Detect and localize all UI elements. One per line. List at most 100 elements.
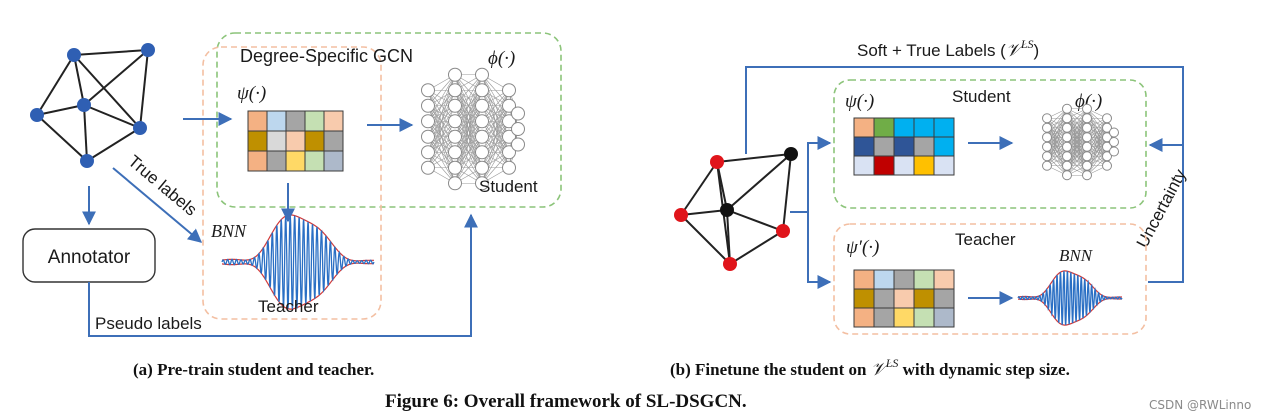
uncertainty-text: Uncertainty [1133, 166, 1190, 251]
matrix-cell [285, 150, 306, 172]
graph-node [141, 43, 155, 57]
nn-neuron [1102, 113, 1112, 124]
nn-connection [481, 136, 510, 184]
caption-a: (a) Pre-train student and teacher. [133, 360, 374, 379]
nn-neuron [448, 67, 462, 82]
nn-neuron [475, 114, 489, 129]
matrix-cell [266, 150, 287, 172]
matrix-cell [873, 269, 895, 290]
left-feature-matrix [247, 110, 344, 172]
nn-neuron [1082, 122, 1092, 133]
nn-neuron [475, 176, 489, 191]
matrix-cell [853, 136, 875, 157]
graph-node [674, 208, 688, 222]
annotator-label: Annotator [48, 247, 131, 268]
nn-neuron [448, 129, 462, 144]
gcn-title: Degree-Specific GCN [240, 46, 413, 66]
left-student-box [216, 32, 562, 208]
nn-neuron [421, 160, 435, 175]
matrix-cell [304, 130, 325, 152]
nn-neuron [511, 122, 525, 136]
graph-edge [680, 161, 718, 216]
nn-neuron [448, 114, 462, 129]
matrix-cell [304, 150, 325, 172]
graph-edge [36, 114, 88, 162]
matrix-cell [285, 130, 306, 152]
graph-edge [83, 104, 141, 129]
nn-neuron [1102, 160, 1112, 171]
nn-neuron [448, 145, 462, 160]
nn-neuron [475, 67, 489, 82]
nn-neuron [1109, 137, 1119, 147]
nn-neuron [1062, 160, 1072, 171]
nn-neuron [421, 83, 435, 98]
matrix-cell [933, 269, 955, 290]
graph-edge [726, 153, 792, 211]
nn-connection [427, 74, 456, 122]
nn-neuron [1042, 113, 1052, 124]
matrix-cell [853, 307, 875, 328]
nn-neuron [421, 98, 435, 113]
matrix-cell [913, 155, 935, 176]
nn-neuron [1062, 113, 1072, 124]
nn-neuron [1042, 160, 1052, 171]
nn-neuron [448, 176, 462, 191]
graph-edge [680, 209, 728, 216]
nn-neuron [1042, 151, 1052, 162]
nn-neuron [475, 98, 489, 113]
nn-neuron [502, 145, 516, 160]
right-student-box [833, 79, 1147, 209]
watermark: CSDN @RWLinno [1149, 398, 1251, 412]
graph-edge [36, 54, 75, 116]
matrix-cell [285, 110, 306, 132]
nn-neuron [448, 98, 462, 113]
right-psi-prime-label: ψ′(·) [846, 237, 879, 258]
right-psi-label: ψ(·) [845, 91, 874, 112]
left-student-network [421, 67, 525, 191]
graph-edge [86, 127, 141, 162]
matrix-cell [266, 130, 287, 152]
graph-edge [726, 209, 731, 265]
matrix-cell [873, 155, 895, 176]
graph-node [720, 203, 734, 217]
left-teacher-label: Teacher [258, 297, 319, 316]
right-input-graph [674, 147, 798, 271]
matrix-cell [853, 117, 875, 138]
graph-node [67, 48, 81, 62]
wave-signal [221, 214, 375, 309]
matrix-cell [893, 136, 915, 157]
matrix-cell [913, 269, 935, 290]
matrix-cell [247, 130, 268, 152]
nn-connection [454, 136, 483, 184]
left-phi-label: ϕ(·) [488, 48, 515, 69]
matrix-cell [933, 117, 955, 138]
matrix-cell [933, 155, 955, 176]
nn-connection [1066, 146, 1088, 176]
nn-neuron [1109, 146, 1119, 157]
matrix-cell [873, 288, 895, 309]
graph-node [723, 257, 737, 271]
left-teacher-waveform [221, 214, 375, 310]
wave-signal [1017, 270, 1123, 326]
nn-neuron [1109, 127, 1119, 138]
graph-edge [73, 54, 141, 129]
nn-neuron [502, 129, 516, 144]
graph-to-student-arrow [790, 136, 832, 213]
nn-neuron [475, 145, 489, 160]
soft-true-labels-text: Soft + True Labels (𝒱LS) [857, 37, 1039, 60]
graph-edge [73, 54, 85, 106]
nn-connection [427, 121, 456, 168]
matrix-cell [873, 136, 895, 157]
matrix-cell [323, 150, 344, 172]
nn-neuron [421, 114, 435, 129]
matrix-cell [913, 288, 935, 309]
matrix-cell [323, 110, 344, 132]
nn-neuron [1042, 122, 1052, 133]
matrix-cell [913, 117, 935, 138]
nn-neuron [1082, 151, 1092, 162]
graph-edge [716, 153, 792, 163]
nn-neuron [511, 137, 525, 152]
graph-node [710, 155, 724, 169]
soft-labels-loop [745, 66, 1184, 283]
left-student-label: Student [479, 177, 538, 196]
